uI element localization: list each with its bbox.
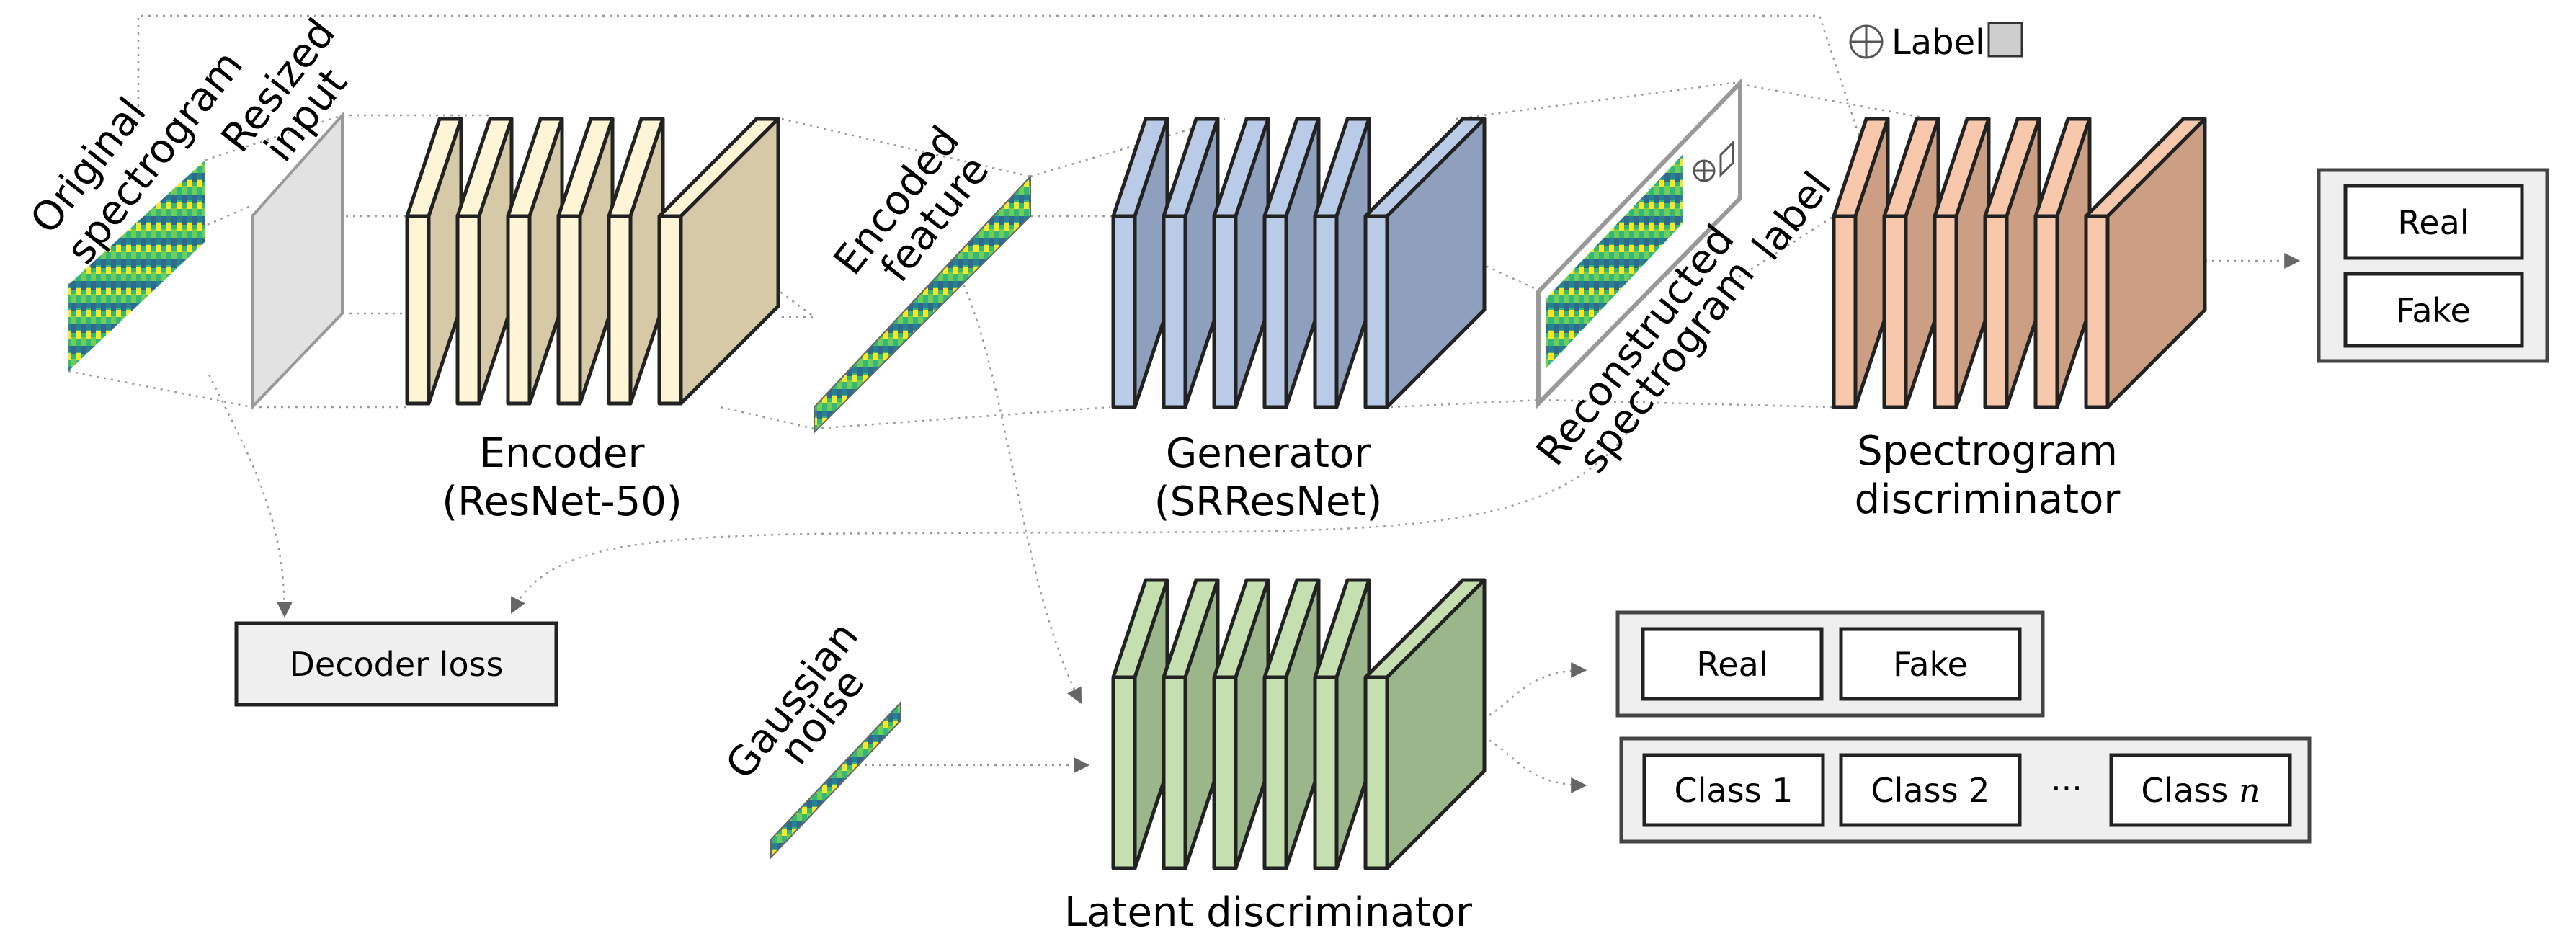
layer-front-face bbox=[1933, 214, 1958, 409]
class-2-text: Class 2 bbox=[1871, 771, 1990, 810]
class-2-box bbox=[1839, 753, 2022, 827]
class-n-prefix: Class bbox=[2141, 771, 2239, 810]
layer-front-face bbox=[1162, 214, 1187, 409]
legend-label-text: Label bbox=[1891, 22, 1985, 63]
spec-disc-title: Spectrogram bbox=[1857, 428, 2118, 475]
spectrogram-discriminator-stack bbox=[1832, 117, 2207, 409]
latent-rf-real-box bbox=[1641, 627, 1824, 701]
generator-subtitle: (SRResNet) bbox=[1154, 478, 1382, 525]
latent-rf-fake-box bbox=[1839, 627, 2022, 701]
projection-line bbox=[1455, 81, 1734, 120]
projection-line bbox=[1541, 398, 1835, 409]
encoded-feature-strip bbox=[814, 174, 1031, 434]
layer-front-face bbox=[1363, 675, 1389, 870]
layer-front-face bbox=[657, 214, 683, 406]
original-spectrogram-image bbox=[68, 160, 205, 371]
generator-stack bbox=[1111, 117, 1487, 409]
layer-front-face bbox=[1313, 214, 1339, 409]
original-to-loss-arrow bbox=[208, 374, 293, 618]
layer-front-face bbox=[1262, 675, 1288, 870]
decoder-loss-text: Decoder loss bbox=[289, 645, 503, 684]
encoded-to-latent-arrow bbox=[950, 259, 1082, 704]
class-n-box bbox=[2109, 753, 2292, 827]
resized-input-plane bbox=[251, 111, 344, 411]
latent-rf-panel: Real Fake bbox=[1615, 610, 2045, 718]
spec-output-fake-text: Fake bbox=[2396, 291, 2471, 330]
layer-front-face bbox=[1313, 675, 1339, 870]
layer-front-face bbox=[1363, 214, 1389, 409]
latent-rf-fake-text: Fake bbox=[1893, 645, 1968, 684]
encoder-subtitle: (ResNet-50) bbox=[442, 478, 682, 525]
class-1-box bbox=[1642, 753, 1825, 827]
class-n-text: Class n bbox=[2141, 771, 2260, 810]
label-skip-connection bbox=[137, 14, 1870, 159]
layer-front-face bbox=[2033, 214, 2059, 409]
layer-front-face bbox=[506, 214, 532, 406]
reconstructed-spectrogram bbox=[1536, 77, 1742, 409]
layer-side-face bbox=[1385, 578, 1487, 870]
latent-discriminator-stack bbox=[1111, 578, 1487, 870]
latent-disc-title: Latent discriminator bbox=[1064, 889, 1473, 936]
reconstructed-spectrogram-image bbox=[1546, 155, 1683, 369]
projection-line bbox=[1390, 398, 1543, 409]
layer-front-face bbox=[405, 214, 431, 406]
spec-output-real-box bbox=[2343, 184, 2524, 260]
projection-line bbox=[1732, 81, 1932, 120]
projection-line bbox=[687, 222, 815, 318]
spec-output-panel: Real Fake bbox=[2317, 168, 2549, 363]
decoder-loss-box bbox=[234, 621, 558, 707]
class-1-text: Class 1 bbox=[1675, 771, 1793, 810]
encoder-stack bbox=[405, 117, 780, 406]
projection-line bbox=[720, 406, 815, 430]
reconstructed-to-loss-arrow bbox=[510, 421, 1637, 614]
layer-side-face bbox=[679, 117, 780, 406]
legend: Label bbox=[1849, 22, 2023, 63]
layer-front-face bbox=[1832, 214, 1858, 409]
projection-line bbox=[1030, 117, 1226, 178]
encoder-title: Encoder bbox=[480, 430, 646, 477]
projection-line bbox=[68, 204, 253, 286]
connector-lines bbox=[68, 14, 2301, 793]
layer-front-face bbox=[1262, 214, 1288, 409]
layer-front-face bbox=[1111, 214, 1137, 409]
layer-front-face bbox=[1162, 675, 1187, 870]
projection-line bbox=[814, 406, 1110, 430]
label-box-icon bbox=[1719, 140, 1734, 178]
spec-disc-subtitle: discriminator bbox=[1855, 476, 2121, 523]
layer-front-face bbox=[1882, 214, 1908, 409]
layer-front-face bbox=[1212, 214, 1238, 409]
class-n-variable: n bbox=[2239, 771, 2260, 810]
layer-front-face bbox=[2084, 214, 2110, 409]
latent-class-panel: Class 1 Class 2 ··· Class n bbox=[1619, 736, 2312, 844]
latent-rf-real-text: Real bbox=[1696, 645, 1768, 684]
layer-front-face bbox=[455, 214, 481, 406]
layer-front-face bbox=[556, 214, 582, 406]
projection-line bbox=[68, 370, 253, 409]
gaussian-noise-strip bbox=[770, 700, 901, 860]
layer-front-face bbox=[1212, 675, 1238, 870]
layer-front-face bbox=[1111, 675, 1137, 870]
layer-side-face bbox=[1385, 117, 1487, 409]
spec-output-fake-box bbox=[2343, 272, 2524, 348]
layer-side-face bbox=[2105, 117, 2207, 409]
layer-front-face bbox=[1983, 214, 2009, 409]
layer-front-face bbox=[607, 214, 633, 406]
generator-title: Generator bbox=[1166, 430, 1371, 477]
class-ellipsis: ··· bbox=[2051, 769, 2082, 808]
label-legend-swatch bbox=[1987, 22, 2023, 58]
spec-output-real-text: Real bbox=[2397, 203, 2469, 242]
reconstructed-label-word: label bbox=[1744, 164, 1841, 269]
